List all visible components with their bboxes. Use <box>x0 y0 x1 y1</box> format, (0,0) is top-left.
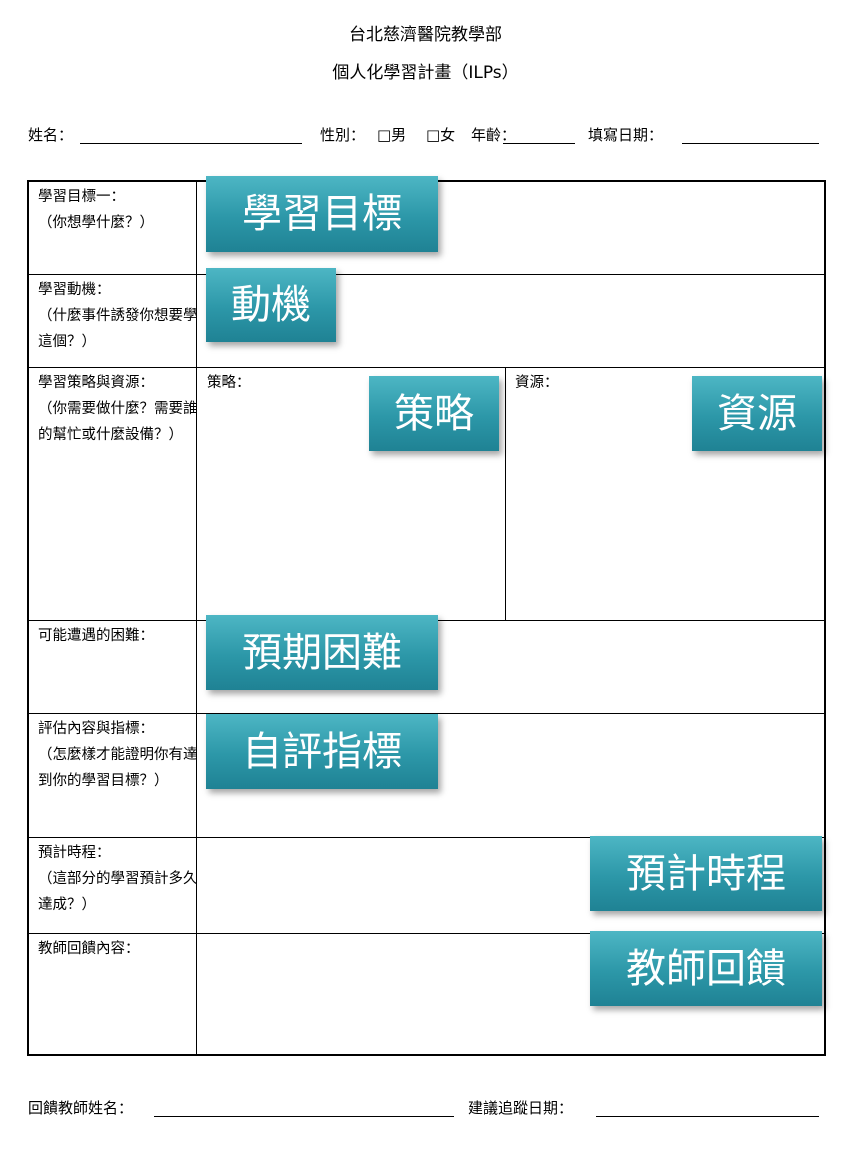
row-divider <box>29 274 824 275</box>
footer-row: 回饋教師姓名： 建議追蹤日期： <box>28 1097 823 1121</box>
teacher-name-label: 回饋教師姓名： <box>28 1099 134 1117</box>
resource-tag: 資源 <box>692 376 822 451</box>
date-field[interactable] <box>682 143 819 144</box>
teacher-name-field[interactable] <box>154 1116 454 1117</box>
row-divider <box>29 837 824 838</box>
gender-label: 性別： <box>320 126 366 144</box>
goal-tag: 學習目標 <box>206 176 438 252</box>
feedback-label: 教師回饋內容： <box>38 941 140 957</box>
followup-date-label: 建議追蹤日期： <box>468 1099 574 1117</box>
resource-sub-label: 資源： <box>515 375 559 391</box>
evaluation-label: 評估內容與指標： （怎麼樣才能證明你有達到你的學習目標？） <box>38 721 198 789</box>
label-column-divider <box>196 182 197 1054</box>
form-title: 個人化學習計畫（ILPs） <box>332 63 519 83</box>
age-label: 年齡： <box>471 126 517 144</box>
strategy-resource-label: 學習策略與資源： （你需要做什麼？需要誰的幫忙或什麼設備？） <box>38 375 198 443</box>
motivation-label: 學習動機： （什麼事件誘發你想要學這個？） <box>38 282 198 350</box>
strategy-tag: 策略 <box>369 376 499 451</box>
strategy-resource-divider <box>505 367 506 620</box>
difficulty-tag: 預期困難 <box>206 615 438 690</box>
goal-label: 學習目標一： （你想學什麼？） <box>38 189 154 231</box>
learning-plan-form: 學習目標一： （你想學什麼？） 學習動機： （什麼事件誘發你想要學這個？） 學習… <box>27 180 826 1056</box>
row-divider <box>29 933 824 934</box>
personal-info-row: 姓名： 性別： □男 □女 年齡： 填寫日期： <box>28 124 823 148</box>
date-label: 填寫日期： <box>588 126 664 144</box>
row-divider <box>29 713 824 714</box>
difficulty-label: 可能遭遇的困難： <box>38 628 154 644</box>
male-checkbox[interactable]: □男 <box>377 126 407 144</box>
name-label: 姓名： <box>28 126 74 144</box>
female-checkbox[interactable]: □女 <box>426 126 456 144</box>
strategy-sub-label: 策略： <box>207 375 251 391</box>
feedback-tag: 教師回饋 <box>590 931 822 1006</box>
organization-title: 台北慈濟醫院教學部 <box>349 25 502 45</box>
row-divider <box>29 367 824 368</box>
motivation-tag: 動機 <box>206 268 336 342</box>
name-field[interactable] <box>80 143 302 144</box>
age-field[interactable] <box>503 143 575 144</box>
followup-date-field[interactable] <box>596 1116 819 1117</box>
schedule-tag: 預計時程 <box>590 836 822 911</box>
evaluation-tag: 自評指標 <box>206 714 438 789</box>
schedule-label: 預計時程： （這部分的學習預計多久達成？） <box>38 845 198 913</box>
